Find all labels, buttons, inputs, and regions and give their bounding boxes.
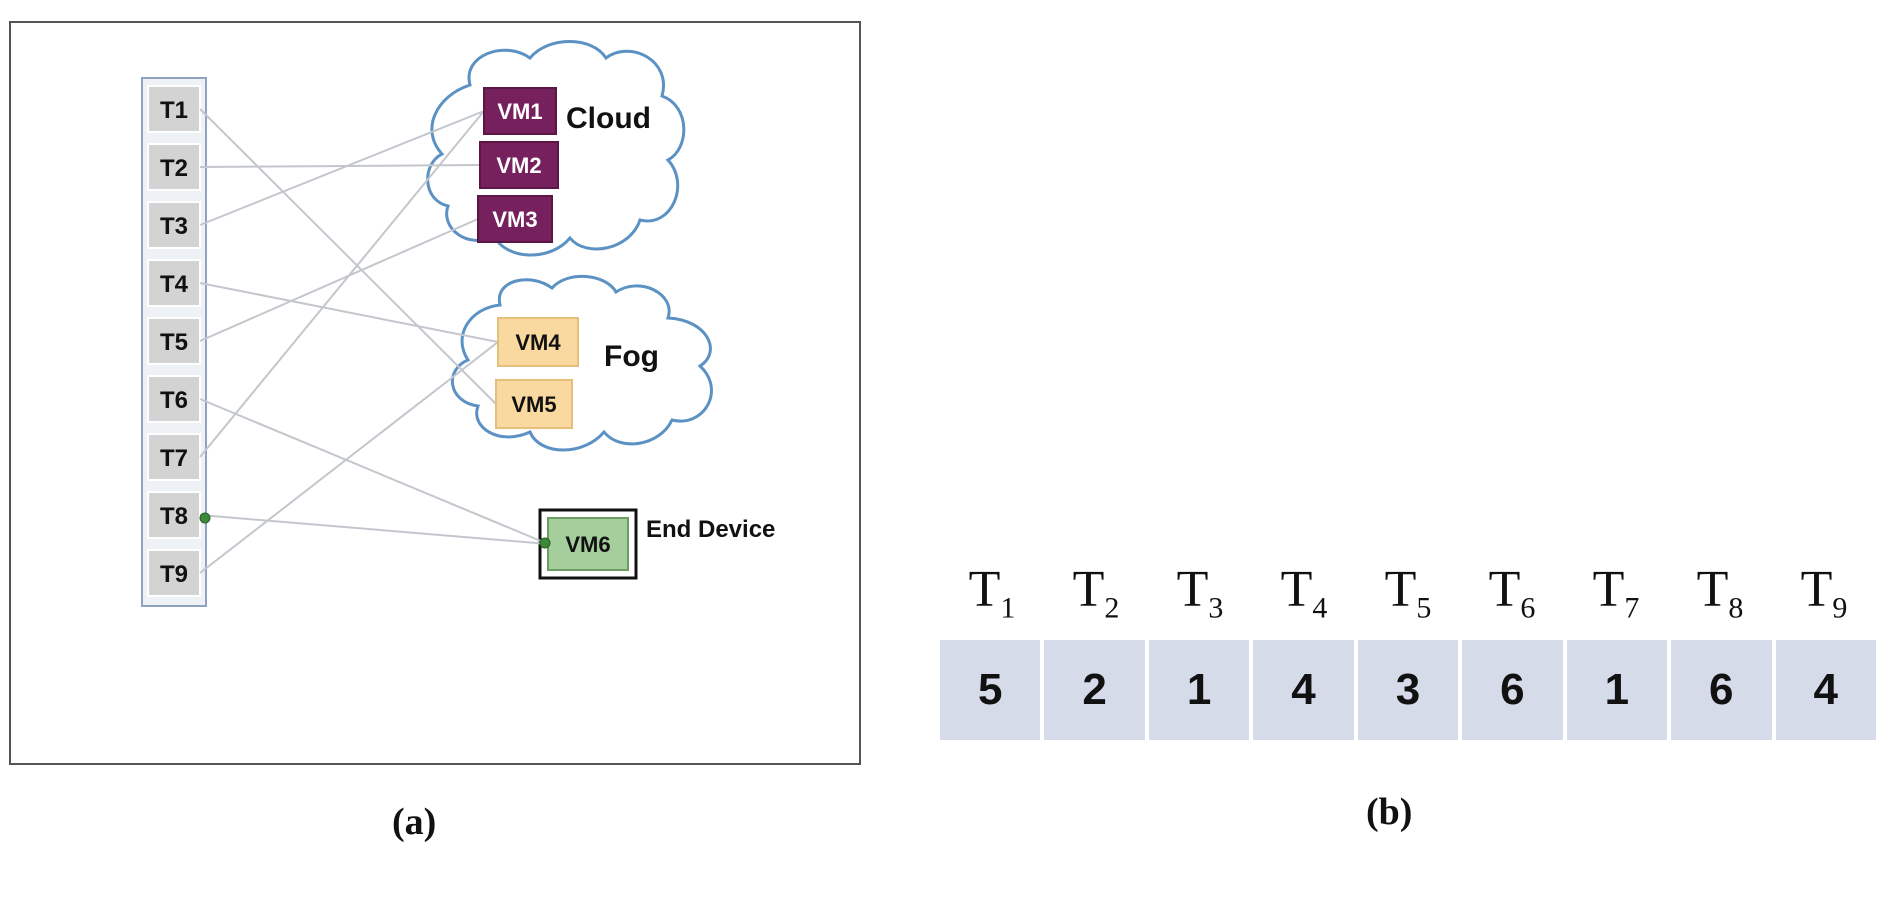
encoding-header-cell: T9 [1800,561,1848,625]
encoding-value-cell: 5 [940,640,1041,740]
encoding-header-cell: T3 [1176,561,1224,625]
cloud-label: Cloud [566,102,651,135]
encoding-header-row: T1 T2 T3 T4 T5 T6 T7 T8 T9 [940,550,1876,630]
task-label: T8 [160,503,188,530]
end-device-label: End Device [646,516,775,543]
encoding-header-cell: T7 [1592,561,1640,625]
task-cell-t5 [147,317,201,365]
encoding-value-cell: 1 [1148,640,1250,740]
vm-box-vm3 [477,195,553,243]
mapping-line-t6-vm6 [199,398,549,545]
vm-box-vm1 [483,87,557,135]
mapping-line-t9-vm4 [199,341,499,574]
task-cell-t3 [147,201,201,249]
vm-box-vm4 [497,317,579,367]
encoding-header-cell: T6 [1488,561,1536,625]
encoding-value-cell: 4 [1253,640,1354,740]
vm-label: VM6 [565,532,610,557]
encoding-value-cell: 1 [1566,640,1668,740]
vm-box-vm5 [495,379,573,429]
mapping-line-t7-vm1 [199,110,485,458]
task-cell-t1 [147,85,201,133]
mapping-line-t1-vm5 [199,108,497,405]
encoding-header-cell: T2 [1072,561,1120,625]
task-label: T2 [160,155,188,182]
panel-a-caption: (a) [392,801,437,843]
encoding-value-cell: 6 [1462,640,1563,740]
panel-b-caption: (b) [1366,791,1413,833]
mapping-line-t8-vm6 [199,514,549,545]
mapping-line-t3-vm1 [199,110,485,226]
vm-label: VM5 [511,392,556,417]
task-label: T5 [160,329,188,356]
encoding-value-cell: 3 [1357,640,1459,740]
t8-connector-dot [199,512,211,524]
task-label: T3 [160,213,188,240]
task-label: T9 [160,561,188,588]
task-cell-t7 [147,433,201,481]
encoding-header-cell: T5 [1384,561,1432,625]
encoding-header-cell: T4 [1280,561,1328,625]
task-cell-t8 [147,491,201,539]
task-label: T7 [160,445,188,472]
encoding-header-cell: T8 [1696,561,1744,625]
mapping-line-t2-vm2 [199,164,481,168]
encoding-value-cell: 6 [1671,640,1772,740]
task-cell-t4 [147,259,201,307]
task-label: T1 [160,97,188,124]
encoding-value-cell: 2 [1044,640,1145,740]
vm-label: VM3 [492,207,537,232]
mapping-line-t5-vm3 [199,218,479,342]
vm6-connector-dot [539,537,551,549]
encoding-value-cell: 4 [1775,640,1876,740]
vm-label: VM2 [496,153,541,178]
task-cell-t6 [147,375,201,423]
vm-box-vm2 [479,141,559,189]
encoding-header-cell: T1 [968,561,1016,625]
vm-label: VM4 [515,330,561,355]
mapping-line-t4-vm4 [199,282,499,343]
vm-box-vm6 [547,517,629,571]
fog-label: Fog [604,340,659,373]
task-label: T6 [160,387,188,414]
task-label: T4 [160,271,189,298]
vm-label: VM1 [497,99,542,124]
